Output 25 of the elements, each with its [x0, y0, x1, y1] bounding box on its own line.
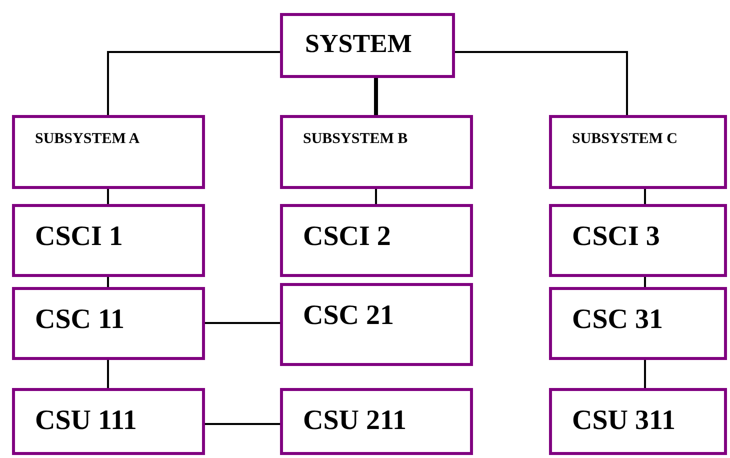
- connector-line: [107, 277, 109, 287]
- component-box: SYSTEM: [280, 13, 455, 78]
- connector-line: [374, 78, 378, 115]
- connector-line: [205, 423, 280, 425]
- component-box: SUBSYSTEM C: [549, 115, 727, 189]
- connector-line: [644, 277, 646, 287]
- component-box: CSU 111: [12, 388, 205, 455]
- component-box: SUBSYSTEM B: [280, 115, 473, 189]
- connector-line: [107, 360, 109, 388]
- component-box: CSC 21: [280, 283, 473, 366]
- connector-line: [107, 189, 109, 204]
- component-box: SUBSYSTEM A: [12, 115, 205, 189]
- connector-line: [375, 189, 377, 204]
- component-box: CSC 11: [12, 287, 205, 360]
- component-box: CSCI 2: [280, 204, 473, 277]
- component-box: CSC 31: [549, 287, 727, 360]
- component-box: CSCI 1: [12, 204, 205, 277]
- connector-line: [455, 51, 628, 115]
- connector-line: [644, 189, 646, 204]
- component-box: CSCI 3: [549, 204, 727, 277]
- component-box: CSU 311: [549, 388, 727, 455]
- connector-line: [107, 51, 280, 115]
- connector-line: [644, 360, 646, 388]
- component-box: CSU 211: [280, 388, 473, 455]
- connector-line: [205, 322, 280, 324]
